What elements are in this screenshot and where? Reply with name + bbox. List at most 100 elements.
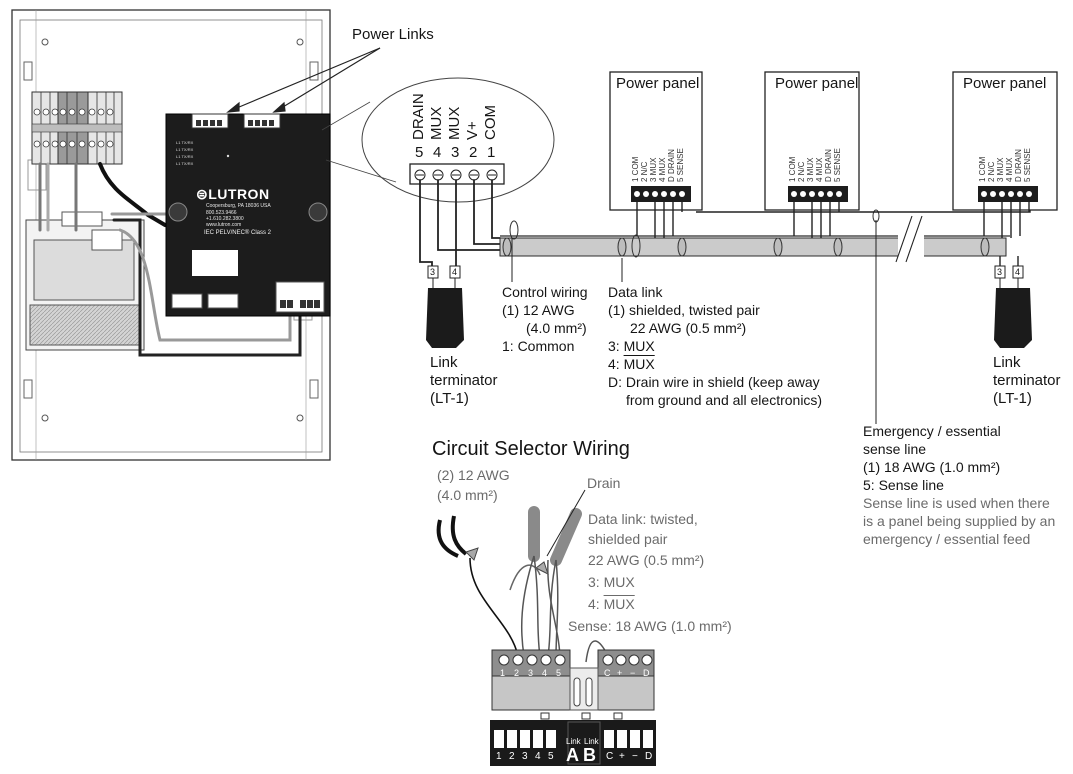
block-left-num-4: 4: [542, 668, 548, 678]
pin-2-name: V+: [464, 121, 481, 140]
emergency-note-3: emergency / essential feed: [863, 531, 1031, 547]
data-link-mux-bar: 4: MUX: [608, 356, 655, 372]
board-num-c: C: [606, 751, 614, 762]
link-terminator-left: [426, 265, 464, 348]
pin-3-number: 3: [451, 144, 460, 161]
transformer: [25, 211, 145, 351]
magnify-callout: [321, 77, 555, 203]
panel-2-terminal-label: 5 SENSE: [833, 148, 842, 182]
pin-3-name: MUX: [446, 106, 463, 140]
device-link-label-1: L1 TX/RX: [176, 140, 194, 145]
emergency-sense: 5: Sense line: [863, 477, 944, 493]
terminator-left-line1: Link: [430, 354, 458, 371]
control-wiring-title: Control wiring: [502, 284, 588, 300]
data-link-mux: 3: MUX: [608, 338, 655, 354]
data-link-drain: D: Drain wire in shield (keep away: [608, 374, 820, 390]
panel-3-terminal-label: 3 MUX: [996, 157, 1005, 182]
block-left-num-1: 1: [500, 668, 506, 678]
power-panel-3-title: Power panel: [963, 75, 1047, 92]
power-links-arrows: [226, 47, 381, 113]
block-left-num-2: 2: [514, 668, 520, 678]
panel-1-terminal-label: 3 MUX: [649, 157, 658, 182]
pin-5-number: 5: [415, 144, 424, 161]
terminator-right-line1: Link: [993, 354, 1021, 371]
device-address: Coopersburg, PA 18036 USA: [206, 203, 271, 209]
lutron-control-unit: [165, 113, 331, 317]
device-link-label-4: L1 TX/RX: [176, 161, 194, 166]
panel-1-terminal-label: 5 SENSE: [676, 148, 685, 182]
panel-2-terminal-label: 1 COM: [788, 156, 797, 182]
pin-5-name: DRAIN: [410, 93, 427, 140]
device-link-label-3: L1 TX/RX: [176, 154, 194, 159]
circuit-selector-drawing: [436, 489, 656, 766]
data-link-pair: (1) shielded, twisted pair: [608, 302, 760, 318]
data-link-cable: [499, 209, 1010, 263]
board-letter-a: A: [566, 745, 579, 765]
block-right-num-plus: +: [617, 668, 623, 678]
selector-datalink-line2: shielded pair: [588, 531, 668, 547]
terminator-right-pin-a: 3: [997, 267, 1003, 277]
terminator-left-pin-b: 4: [452, 267, 458, 277]
selector-mux-bar: 4: MUX: [588, 596, 635, 612]
board-num-4: 4: [535, 751, 541, 762]
selector-datalink-line1: Data link: twisted,: [588, 511, 698, 527]
panel-1-terminal-label: 1 COM: [631, 156, 640, 182]
panel-3-terminal-label: 5 SENSE: [1023, 148, 1032, 182]
terminator-left-line3: (LT-1): [430, 390, 469, 407]
board-link-label-a: Link: [566, 737, 581, 746]
terminator-left-line2: terminator: [430, 372, 498, 389]
terminator-right-line2: terminator: [993, 372, 1061, 389]
pin-4-number: 4: [433, 144, 442, 161]
selector-awg-line2: (4.0 mm²): [437, 487, 498, 503]
emergency-subtitle: sense line: [863, 441, 927, 457]
device-link-label-2: L1 TX/RX: [176, 147, 194, 152]
device-phone-1: 800.523.9466: [206, 210, 237, 216]
power-panel-1-title: Power panel: [616, 75, 700, 92]
terminal-strip: [31, 91, 123, 165]
panel-1-terminal-label: D DRAIN: [667, 149, 676, 182]
panel-2-terminal-label: 4 MUX: [815, 157, 824, 182]
panel-terminal-blocks: [631, 186, 1038, 202]
pin-1-name: COM: [482, 105, 499, 140]
pin-4-name: MUX: [428, 106, 445, 140]
control-wiring-mm: (4.0 mm²): [526, 320, 587, 336]
data-link-drain-note: from ground and all electronics): [626, 392, 823, 408]
panel-1-terminal-label: 4 MUX: [658, 157, 667, 182]
board-num-plus: +: [619, 751, 625, 762]
control-wiring-common: 1: Common: [502, 338, 575, 354]
board-num-2: 2: [509, 751, 515, 762]
power-panel-2-title: Power panel: [775, 75, 859, 92]
control-wiring-gauge: (1) 12 AWG: [502, 302, 575, 318]
data-link-title: Data link: [608, 284, 663, 300]
block-left-num-5: 5: [556, 668, 562, 678]
panel-3-terminal-label: 1 COM: [978, 156, 987, 182]
selector-mux: 3: MUX: [588, 574, 635, 590]
panel-2-terminal-label: 3 MUX: [806, 157, 815, 182]
block-right-num-minus: −: [630, 668, 636, 678]
block-left-num-3: 3: [528, 668, 534, 678]
selector-sense: Sense: 18 AWG (1.0 mm²): [568, 618, 732, 634]
panel-1-terminal-label: 2 N/C: [640, 161, 649, 182]
circuit-selector-heading: Circuit Selector Wiring: [432, 438, 630, 460]
panel-2-terminal-label: 2 N/C: [797, 161, 806, 182]
link-terminator-right: [994, 265, 1032, 348]
pin-2-number: 2: [469, 144, 478, 161]
selector-awg-line1: (2) 12 AWG: [437, 467, 510, 483]
emergency-title: Emergency / essential: [863, 423, 1001, 439]
board-num-3: 3: [522, 751, 528, 762]
block-right-num-c: C: [604, 668, 611, 678]
emergency-gauge: (1) 18 AWG (1.0 mm²): [863, 459, 1001, 475]
pin-1-number: 1: [487, 144, 496, 161]
power-links-label: Power Links: [352, 26, 434, 43]
panel-3-terminal-label: D DRAIN: [1014, 149, 1023, 182]
panel-2-terminal-label: D DRAIN: [824, 149, 833, 182]
data-link-gauge: 22 AWG (0.5 mm²): [630, 320, 747, 336]
block-right-num-d: D: [643, 668, 650, 678]
selector-datalink-gauge: 22 AWG (0.5 mm²): [588, 552, 705, 568]
device-web: www.lutron.com: [206, 222, 242, 228]
board-num-minus: −: [632, 751, 638, 762]
emergency-note-2: is a panel being supplied by an: [863, 513, 1056, 529]
terminator-right-line3: (LT-1): [993, 390, 1032, 407]
emergency-note-1: Sense line is used when there: [863, 495, 1050, 511]
